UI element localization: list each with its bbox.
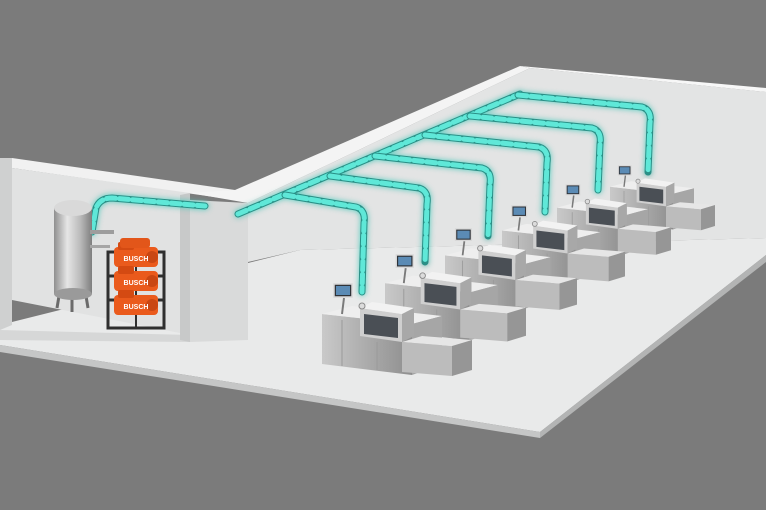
pipe-branch-2-glow xyxy=(327,173,430,265)
vacuum-valve-icon xyxy=(635,178,641,184)
vacuum-valve-icon xyxy=(358,302,366,310)
pump-inlet-manifold xyxy=(120,238,150,248)
packaging-machine-6 xyxy=(610,165,715,231)
touch-screen-icon xyxy=(565,184,581,208)
vacuum-valve-icon xyxy=(419,272,426,279)
pump-brand-label: BUSCH xyxy=(124,280,149,287)
packaging-machines xyxy=(322,165,715,376)
touch-screen-icon xyxy=(454,228,473,256)
vacuum-pumps: BUSCH BUSCH BUSCH xyxy=(114,238,158,315)
pump-brand-label: BUSCH xyxy=(124,304,149,311)
vacuum-receiver-tank xyxy=(54,200,114,312)
vacuum-pump-2: BUSCH xyxy=(114,266,158,291)
touch-screen-icon xyxy=(333,283,353,315)
pipe-branch-4-glow xyxy=(422,132,550,215)
touch-screen-icon xyxy=(395,254,414,284)
pipe-tank-header-glow xyxy=(89,195,208,235)
pipe-branch-3-glow xyxy=(372,153,493,239)
vacuum-valve-icon xyxy=(477,245,484,252)
vacuum-pump-3: BUSCH xyxy=(114,290,158,315)
pipe-branch-6-glow xyxy=(515,92,653,175)
pipe-branch-5-glow xyxy=(467,113,603,193)
packaging-machine-3 xyxy=(445,228,577,310)
packaging-machine-1 xyxy=(322,283,472,376)
pump-brand-label: BUSCH xyxy=(124,256,149,263)
vacuum-piping-network xyxy=(88,90,654,296)
vacuum-valve-icon xyxy=(531,221,538,227)
touch-screen-icon xyxy=(617,165,632,187)
vacuum-valve-icon xyxy=(584,198,591,205)
packaging-machine-5 xyxy=(557,184,671,255)
touch-screen-icon xyxy=(511,205,528,231)
pipe-branch-1-glow xyxy=(282,192,367,295)
